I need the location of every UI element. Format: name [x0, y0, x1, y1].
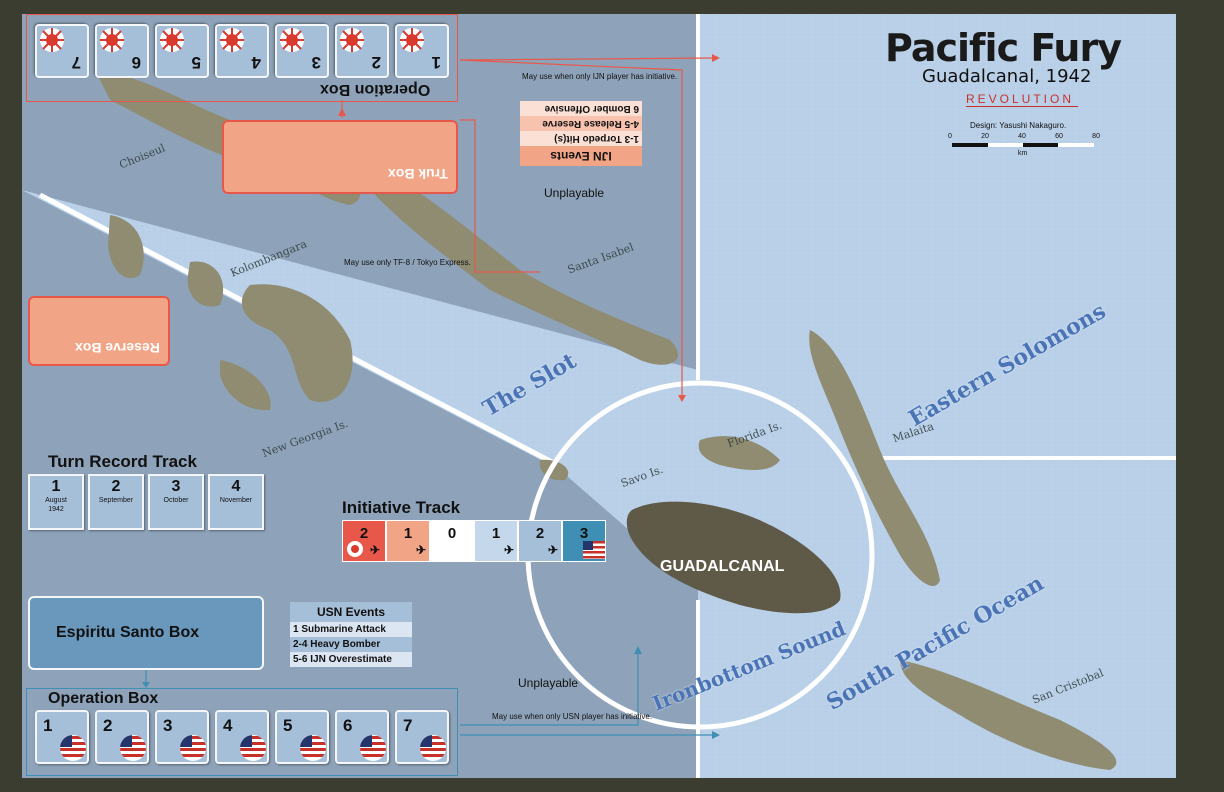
ijn-operation-slot-6[interactable]: 6 — [95, 24, 149, 78]
us-flag-icon — [300, 735, 326, 761]
us-flag-icon — [180, 735, 206, 761]
rising-sun-icon — [220, 28, 244, 52]
designer-credit: Design: Yasushi Nakaguro. — [970, 121, 1067, 130]
publisher-label: REVOLUTION — [966, 92, 1075, 106]
usn-operation-slot-3[interactable]: 3 — [155, 710, 209, 764]
usn-event-2: 2-4 Heavy Bomber — [290, 637, 412, 652]
game-title: Pacific Fury — [885, 26, 1122, 70]
ijn-initiative-note: May use when only IJN player has initiat… — [522, 72, 678, 81]
turn-track-title: Turn Record Track — [48, 452, 197, 471]
ijn-events-title: IJN Events — [520, 146, 642, 166]
unplayable-label-bottom: Unplayable — [518, 676, 579, 690]
florida-island — [698, 436, 780, 470]
ijn-operation-slot-3[interactable]: 3 — [275, 24, 329, 78]
reserve-box-label: Reserve Box — [75, 340, 160, 356]
ijn-events-table: IJN Events 1-3 Torpedo Hit(s) 4-5 Releas… — [520, 100, 642, 166]
truk-box-label: Truk Box — [388, 166, 448, 182]
rising-sun-icon — [340, 28, 364, 52]
initiative-cell-usn-3[interactable]: 3 — [562, 520, 606, 562]
guadalcanal-island — [626, 501, 841, 614]
ijn-operation-slot-1[interactable]: 1 — [395, 24, 449, 78]
kolombangara-island — [187, 261, 224, 307]
usn-operation-box[interactable] — [26, 688, 458, 776]
ijn-tf8-note: May use only TF-8 / Tokyo Express. — [344, 258, 471, 267]
initiative-cell-ijn-2[interactable]: 2✈ — [342, 520, 386, 562]
usn-events-title: USN Events — [290, 602, 412, 622]
initiative-cell-usn-2[interactable]: 2✈ — [518, 520, 562, 562]
ijn-operation-box[interactable] — [26, 14, 458, 102]
ijn-event-3: 6 Bomber Offensive — [520, 101, 642, 116]
rising-sun-icon — [160, 28, 184, 52]
usn-events-table: USN Events 1 Submarine Attack 2-4 Heavy … — [290, 602, 412, 668]
ijn-operation-slot-4[interactable]: 4 — [215, 24, 269, 78]
us-flag-icon — [583, 541, 605, 559]
us-flag-icon — [240, 735, 266, 761]
initiative-track-title: Initiative Track — [342, 498, 461, 517]
usn-initiative-note: May use when only USN player has initiat… — [492, 712, 653, 721]
rising-sun-icon — [40, 28, 64, 52]
scale-bar — [952, 143, 1094, 147]
ijn-event-2: 4-5 Release Reserve — [520, 116, 642, 131]
ijn-event-1: 1-3 Torpedo Hit(s) — [520, 131, 642, 146]
unplayable-label-top: Unplayable — [544, 186, 605, 200]
ijn-operation-slot-7[interactable]: 7 — [35, 24, 89, 78]
initiative-cell-usn-1[interactable]: 1✈ — [474, 520, 518, 562]
usn-operation-box-label: Operation Box — [48, 690, 159, 707]
usn-operation-slot-6[interactable]: 6 — [335, 710, 389, 764]
san-cristobal-island — [900, 660, 1117, 770]
rising-sun-icon — [347, 541, 363, 557]
label-guadalcanal: GUADALCANAL — [660, 558, 785, 575]
new-georgia-island — [241, 284, 353, 402]
reserve-box[interactable]: Reserve Box — [28, 296, 170, 366]
plane-icon: ✈ — [369, 543, 381, 557]
rising-sun-icon — [400, 28, 424, 52]
espiritu-santo-label: Espiritu Santo Box — [56, 624, 200, 641]
us-flag-icon — [360, 735, 386, 761]
usn-operation-slot-2[interactable]: 2 — [95, 710, 149, 764]
rising-sun-icon — [280, 28, 304, 52]
ijn-operation-box-label: Operation Box — [320, 81, 431, 98]
truk-box[interactable]: Truk Box — [222, 120, 458, 194]
usn-event-3: 5-6 IJN Overestimate — [290, 652, 412, 667]
espiritu-santo-box[interactable]: Espiritu Santo Box — [28, 596, 264, 670]
initiative-cell-ijn-1[interactable]: 1✈ — [386, 520, 430, 562]
rising-sun-icon — [100, 28, 124, 52]
usn-event-1: 1 Submarine Attack — [290, 622, 412, 637]
plane-icon: ✈ — [503, 543, 515, 557]
usn-operation-slot-7[interactable]: 7 — [395, 710, 449, 764]
malaita-island — [809, 330, 940, 586]
plane-icon: ✈ — [415, 543, 427, 557]
usn-operation-slot-1[interactable]: 1 — [35, 710, 89, 764]
initiative-cell-0[interactable]: 0 — [430, 520, 474, 562]
game-subtitle: Guadalcanal, 1942 — [922, 66, 1092, 87]
us-flag-icon — [120, 735, 146, 761]
scale-unit: km — [1018, 150, 1028, 157]
publisher-divider — [966, 106, 1078, 107]
us-flag-icon — [420, 735, 446, 761]
usn-operation-slot-5[interactable]: 5 — [275, 710, 329, 764]
us-flag-icon — [60, 735, 86, 761]
ijn-operation-slot-5[interactable]: 5 — [155, 24, 209, 78]
ijn-operation-slot-2[interactable]: 2 — [335, 24, 389, 78]
plane-icon: ✈ — [547, 543, 559, 557]
santa-isabel-island — [364, 160, 679, 365]
usn-operation-slot-4[interactable]: 4 — [215, 710, 269, 764]
